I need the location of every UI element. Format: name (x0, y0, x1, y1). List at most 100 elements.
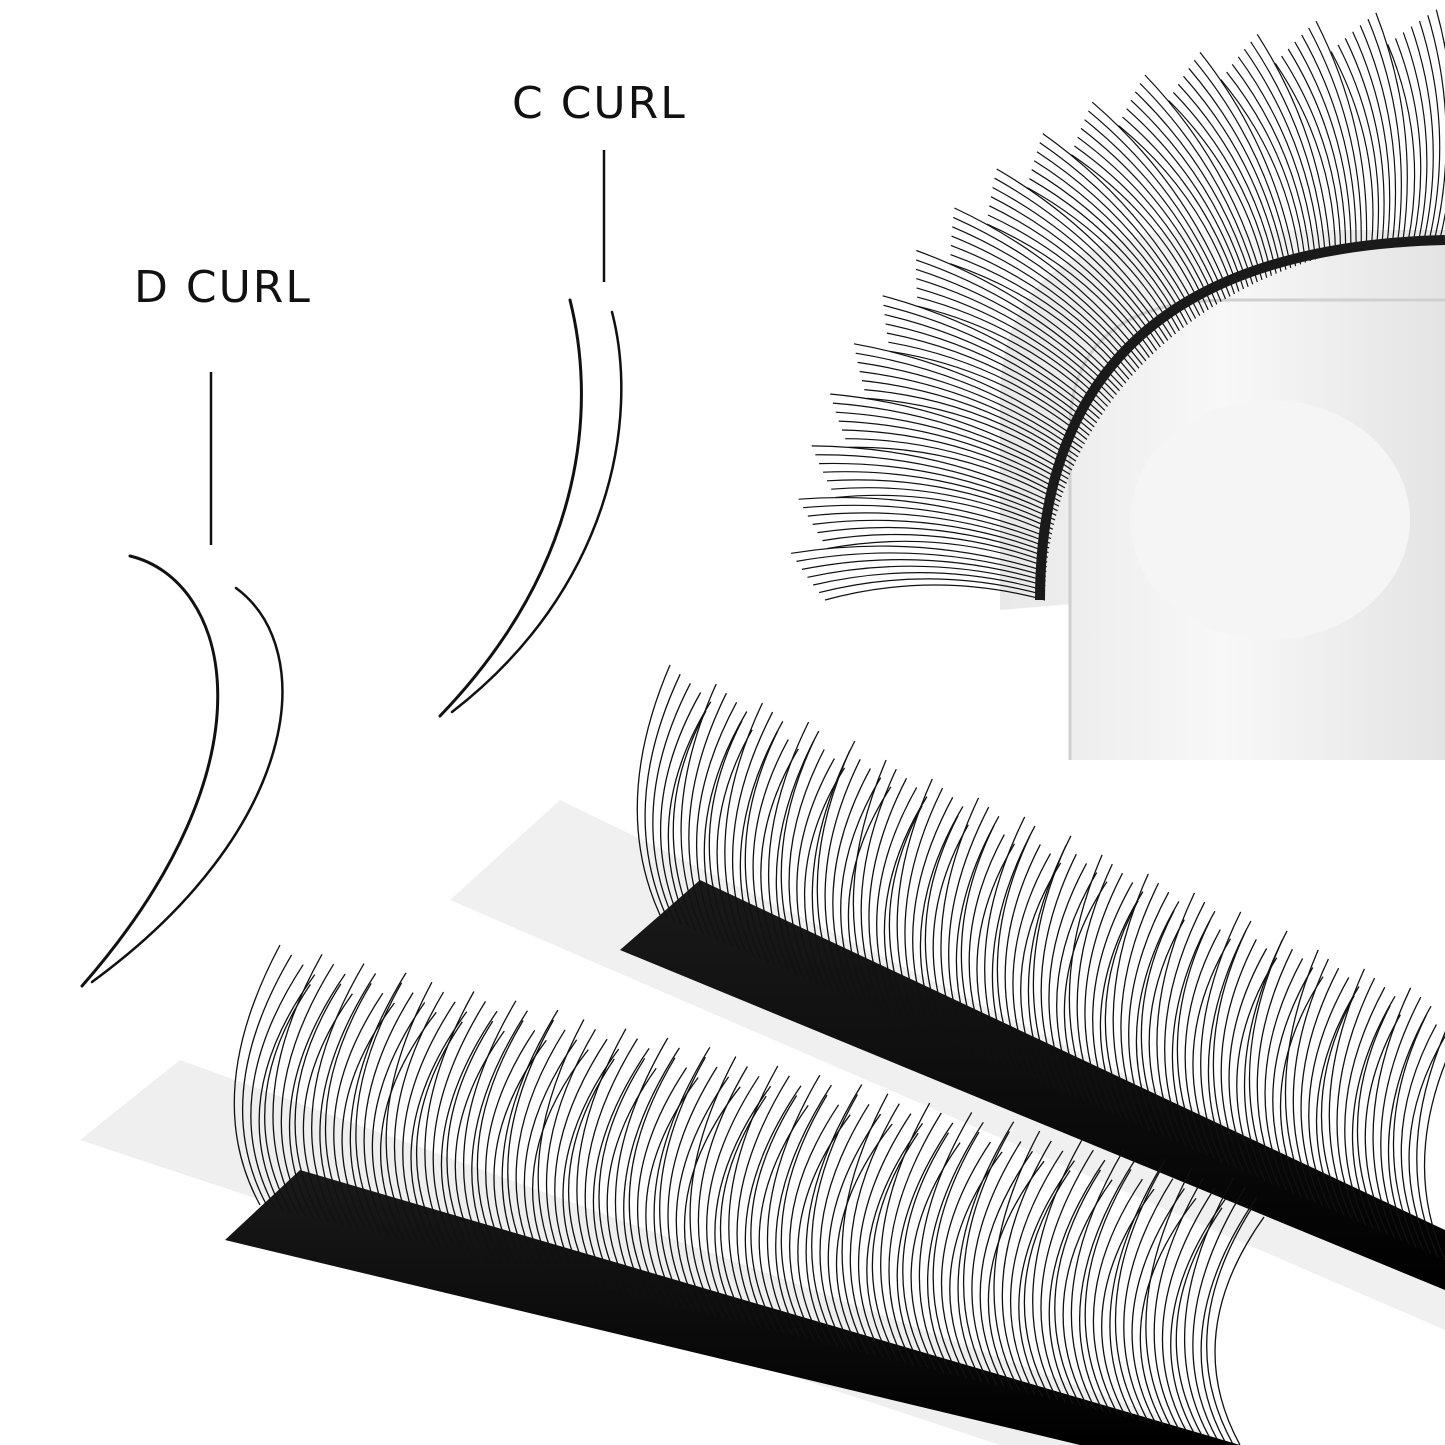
lash-strand (1031, 169, 1184, 328)
lash-strand (811, 740, 856, 992)
lash-strand (1076, 863, 1113, 1109)
lash-strand (1091, 101, 1231, 297)
lash-strand (994, 177, 1169, 341)
lash-strand (849, 1103, 900, 1357)
lash-strand (798, 496, 1052, 540)
lash-strand (1080, 127, 1218, 305)
lash-strand (628, 1057, 676, 1303)
lash-strand (288, 973, 346, 1219)
lash-strand (801, 559, 1046, 582)
lash-strand (886, 332, 1093, 432)
lash-strand (1092, 1178, 1143, 1416)
lash-strand (822, 471, 1056, 521)
lash-strand (827, 540, 1047, 568)
lash-strand (916, 287, 1112, 403)
lash-strand (1074, 145, 1209, 311)
bottom-lash-strip (80, 944, 1265, 1445)
lash-strand (1435, 9, 1445, 241)
lash-strand (614, 1037, 669, 1299)
lash-strand (979, 1150, 1034, 1388)
lash-strand (896, 1122, 954, 1368)
lash-strand (584, 1038, 639, 1291)
lash-strand (714, 1085, 772, 1323)
lash-strand (1123, 1178, 1174, 1424)
lash-strand (272, 953, 323, 1215)
lash-strand (523, 1039, 578, 1277)
lash-strand (280, 963, 335, 1217)
lash-strand (1004, 844, 1041, 1077)
lash-strand (1144, 74, 1263, 281)
lash-strand (371, 1002, 426, 1239)
d-curl-label: D CURL (134, 262, 312, 313)
lash-strand (1122, 116, 1240, 292)
lash-strand (948, 806, 990, 1052)
lash-strand (659, 692, 702, 925)
middle-lash-strip (450, 664, 1445, 1330)
lash-strand (989, 205, 1158, 351)
lash-strand (258, 974, 316, 1211)
lash-strand (1084, 119, 1222, 302)
lash-strand (1183, 75, 1282, 272)
lash-strand (410, 1011, 468, 1249)
lash-strand (1199, 51, 1297, 267)
lash-strand (1188, 67, 1287, 270)
lash-strand (1175, 1207, 1223, 1437)
lash-strand (667, 1066, 718, 1312)
lash-strand (791, 545, 1047, 573)
lash-strand (659, 1056, 706, 1310)
lash-strand (728, 1065, 779, 1327)
lash-strand (993, 1130, 1041, 1392)
lash-strand (916, 249, 1124, 388)
lash-strand (1009, 1150, 1064, 1396)
lash-strand (744, 730, 779, 963)
lash-strand (1284, 949, 1319, 1201)
lash-strand (1200, 1196, 1258, 1442)
lash-strand (1351, 995, 1396, 1229)
lash-strand (996, 168, 1173, 338)
lash-strand (932, 1131, 980, 1377)
lash-strand (852, 759, 887, 1011)
lash-strand (932, 824, 969, 1046)
lash-strand (1070, 1149, 1125, 1411)
lash-strand (848, 446, 1061, 503)
lash-strand (1039, 142, 1197, 319)
lash-strand (1027, 187, 1177, 335)
lash-strand (1172, 91, 1272, 276)
lash-strand (554, 1038, 608, 1284)
lash-strand (1292, 958, 1329, 1204)
lash-strand (1192, 938, 1232, 1159)
lash-strand (476, 1020, 524, 1265)
lash-strand (912, 796, 954, 1036)
lash-strand (775, 1084, 832, 1338)
lash-strand (501, 1009, 559, 1271)
lash-strand (807, 512, 1050, 549)
lash-strand (1164, 901, 1206, 1147)
arch-lash-fan (791, 9, 1445, 601)
lash-strand (859, 370, 1079, 458)
lash-strand (915, 268, 1117, 396)
lash-strand (1079, 1159, 1136, 1412)
lash-strand (636, 1067, 688, 1304)
lash-strand (876, 787, 918, 1020)
lash-strand (866, 397, 1073, 471)
lash-strand (446, 1020, 494, 1258)
lash-strand (1256, 33, 1332, 256)
lash-strand (955, 815, 1000, 1055)
lash-strand (688, 692, 727, 938)
lash-strand (1063, 881, 1108, 1102)
lash-strand (924, 815, 959, 1042)
lash-strand (1344, 38, 1385, 245)
lash-strand (940, 1141, 992, 1379)
lash-strand (537, 1019, 585, 1280)
lash-strand (1192, 1187, 1246, 1440)
lash-strand (1264, 958, 1304, 1191)
arch-lash-band (1035, 235, 1445, 601)
lash-strand (1423, 1061, 1445, 1261)
lash-strand (264, 984, 311, 1213)
lash-strand (415, 1021, 463, 1251)
lash-strand (919, 806, 964, 1039)
lash-strand (250, 964, 304, 1210)
lash-strand (832, 402, 1069, 480)
lash-strand (380, 1011, 437, 1241)
lash-strand (803, 504, 1051, 544)
